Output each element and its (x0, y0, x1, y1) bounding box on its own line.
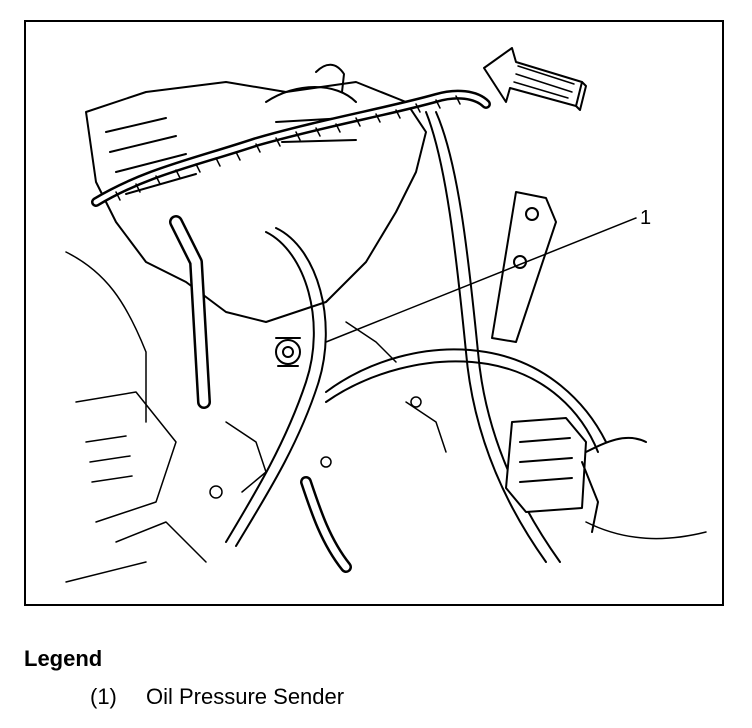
lower-loom (300, 476, 352, 573)
engine-illustration (65, 47, 707, 583)
callout-number: 1 (640, 207, 652, 229)
mounting-bracket (491, 191, 557, 343)
control-module (505, 417, 647, 533)
engine-details (65, 251, 707, 583)
legend-title: Legend (24, 646, 103, 671)
engine-diagram-figure: 1 (24, 20, 724, 606)
legend-key: (1) (90, 684, 117, 709)
oil-pressure-sender (275, 337, 301, 367)
front-arrow-icon (483, 47, 587, 111)
legend-label: Oil Pressure Sender (146, 684, 345, 709)
callout-leader-line (325, 217, 637, 343)
intake-manifold (85, 63, 427, 323)
cables (225, 111, 607, 563)
tube-left (169, 215, 211, 409)
wiring-harness (91, 89, 491, 207)
